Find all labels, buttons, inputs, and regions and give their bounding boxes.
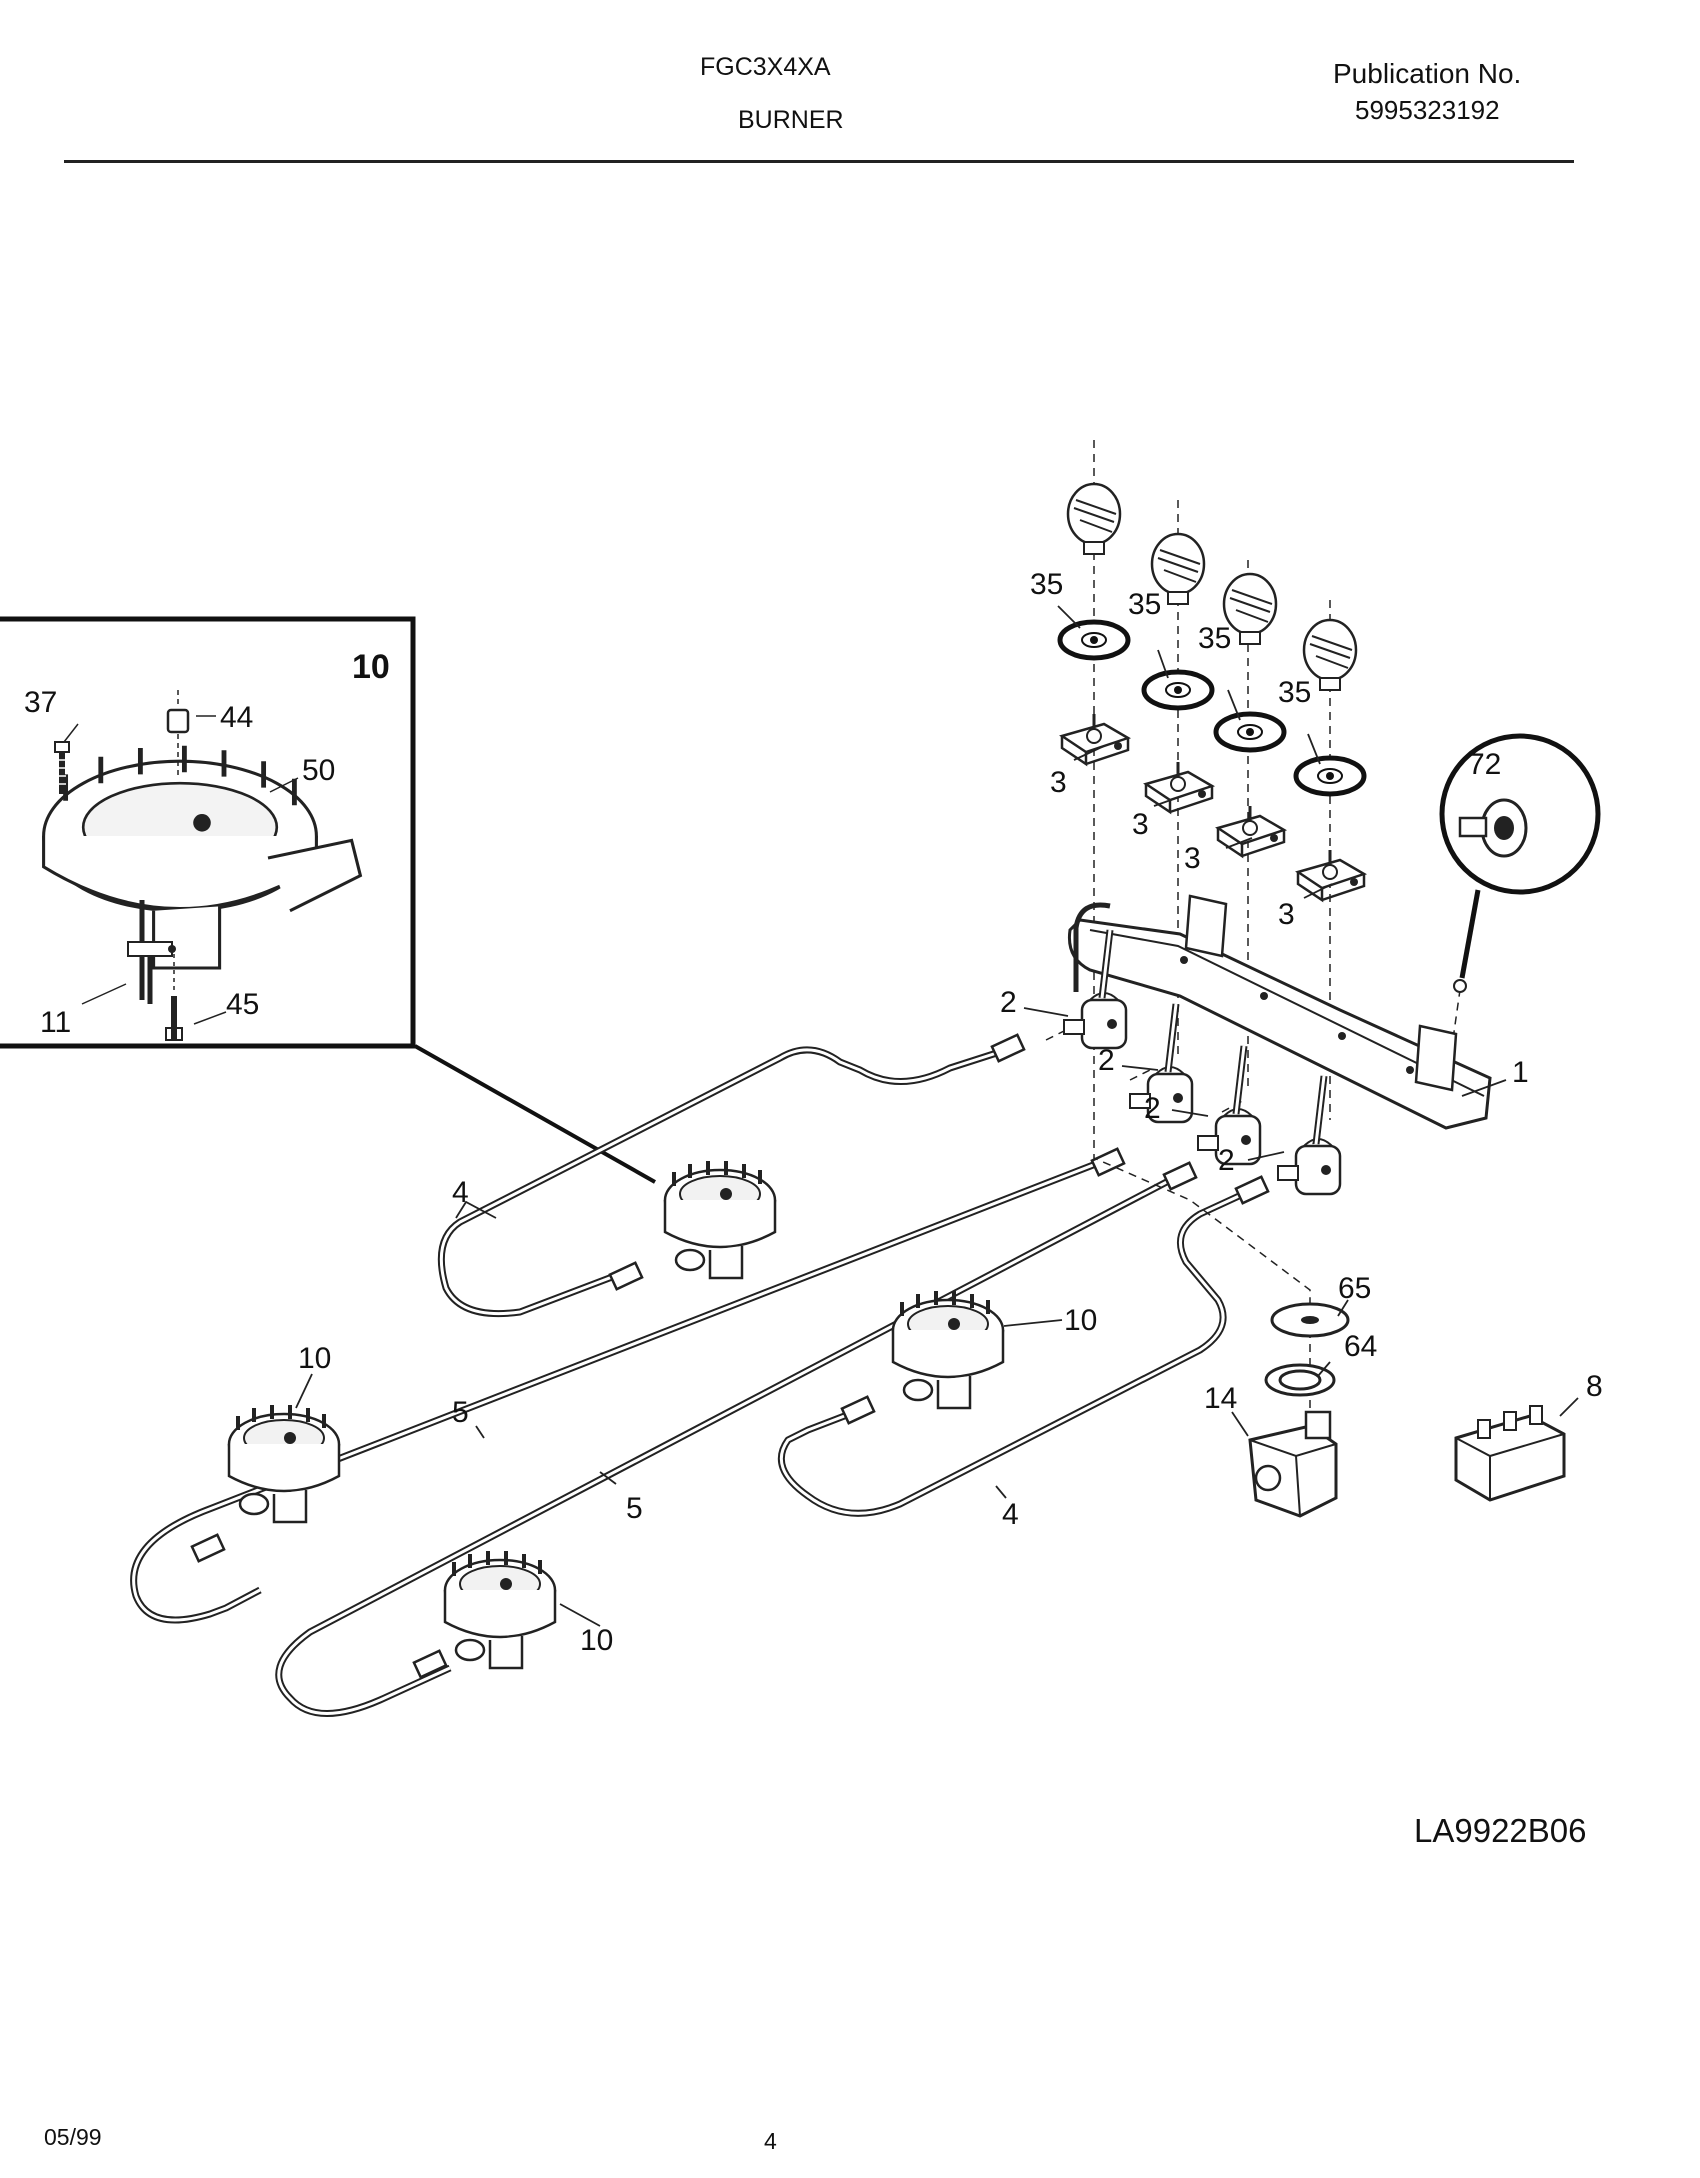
tube-fitting: [1090, 1147, 1126, 1177]
callout-5-left: 5: [452, 1396, 469, 1429]
burner-bottom-left: [227, 1403, 341, 1524]
tube-fitting: [190, 1533, 226, 1563]
electrode-11-drawing: [127, 900, 176, 1004]
screw-37-drawing: [54, 741, 70, 794]
callout-35-b: 35: [1128, 588, 1161, 621]
callout-3-d: 3: [1278, 898, 1295, 931]
callout-2-d: 2: [1218, 1144, 1235, 1177]
callout-10-left: 10: [298, 1342, 331, 1375]
callout-10-bottom: 10: [580, 1624, 613, 1657]
callout-leaders: [295, 605, 1579, 1627]
callout-4-upper: 4: [452, 1176, 469, 1209]
burner-top-left: [663, 1159, 777, 1280]
inset-callout-37: 37: [24, 686, 57, 719]
page-number: 4: [764, 2128, 777, 2154]
spark-module: [1454, 1405, 1566, 1502]
inset-callout-11: 11: [40, 1006, 71, 1039]
switch-3: [1216, 804, 1286, 858]
burner-detail-drawing: [42, 745, 363, 970]
callout-3-b: 3: [1132, 808, 1149, 841]
inset-callout-50: 50: [302, 754, 335, 787]
burner-detail-inset: 10: [0, 616, 416, 1049]
callout-3-c: 3: [1184, 842, 1201, 875]
seal-2: [1144, 672, 1212, 708]
gas-tubes-inner: [132, 1048, 1253, 1715]
model-number: FGC3X4XA: [700, 53, 831, 81]
orifice-44-drawing: [166, 690, 190, 776]
seal-3: [1216, 714, 1284, 750]
inset-callout-44: 44: [220, 701, 253, 734]
callout-35-d: 35: [1278, 676, 1311, 709]
seal-1: [1060, 622, 1128, 658]
callout-2-a: 2: [1000, 986, 1017, 1019]
tube-fitting: [1162, 1161, 1198, 1191]
switch-1: [1060, 712, 1130, 766]
section-title: BURNER: [738, 106, 844, 134]
gasket-64: [1264, 1363, 1336, 1397]
callout-1: 1: [1512, 1056, 1529, 1089]
tube-fitting: [608, 1261, 644, 1291]
callout-2-c: 2: [1144, 1092, 1161, 1125]
callout-64: 64: [1344, 1330, 1377, 1363]
switch-4: [1296, 848, 1366, 902]
revision-date: 05/99: [44, 2124, 102, 2150]
manifold-bar: [1067, 894, 1492, 1130]
callout-3-a: 3: [1050, 766, 1067, 799]
callout-65: 65: [1338, 1272, 1371, 1305]
knob-1: [1066, 482, 1122, 556]
callout-35-a: 35: [1030, 568, 1063, 601]
callout-72: 72: [1468, 748, 1501, 781]
tube-fitting: [1234, 1175, 1270, 1205]
header-rule: [64, 160, 1574, 163]
valve-2: [1130, 1004, 1192, 1122]
drawing-code: LA9922B06: [1414, 1812, 1587, 1849]
publication-label: Publication No.: [1333, 58, 1522, 89]
knob-4: [1302, 618, 1358, 692]
callout-2-b: 2: [1098, 1044, 1115, 1077]
callout-5-right: 5: [626, 1492, 643, 1525]
inset-leader: [414, 1044, 656, 1184]
seal-4: [1296, 758, 1364, 794]
tube-fitting: [990, 1033, 1026, 1063]
screw-72-detail: [1439, 733, 1601, 993]
tube-fitting: [840, 1395, 876, 1425]
inset-callout-45: 45: [226, 988, 259, 1021]
screw-45-drawing: [165, 950, 183, 1041]
gas-tubes: [130, 1046, 1254, 1717]
burner-top-right: [891, 1289, 1005, 1410]
callout-4-lower: 4: [1002, 1498, 1019, 1531]
inset-title: 10: [352, 648, 390, 686]
callout-10-right: 10: [1064, 1304, 1097, 1337]
pressure-regulator: [1248, 1410, 1338, 1518]
callout-14: 14: [1204, 1382, 1237, 1415]
callout-8: 8: [1586, 1370, 1603, 1403]
gasket-65: [1270, 1302, 1350, 1338]
burner-bottom-center: [443, 1549, 557, 1670]
publication-number: 5995323192: [1355, 95, 1500, 125]
knob-3: [1222, 572, 1278, 646]
callout-35-c: 35: [1198, 622, 1231, 655]
